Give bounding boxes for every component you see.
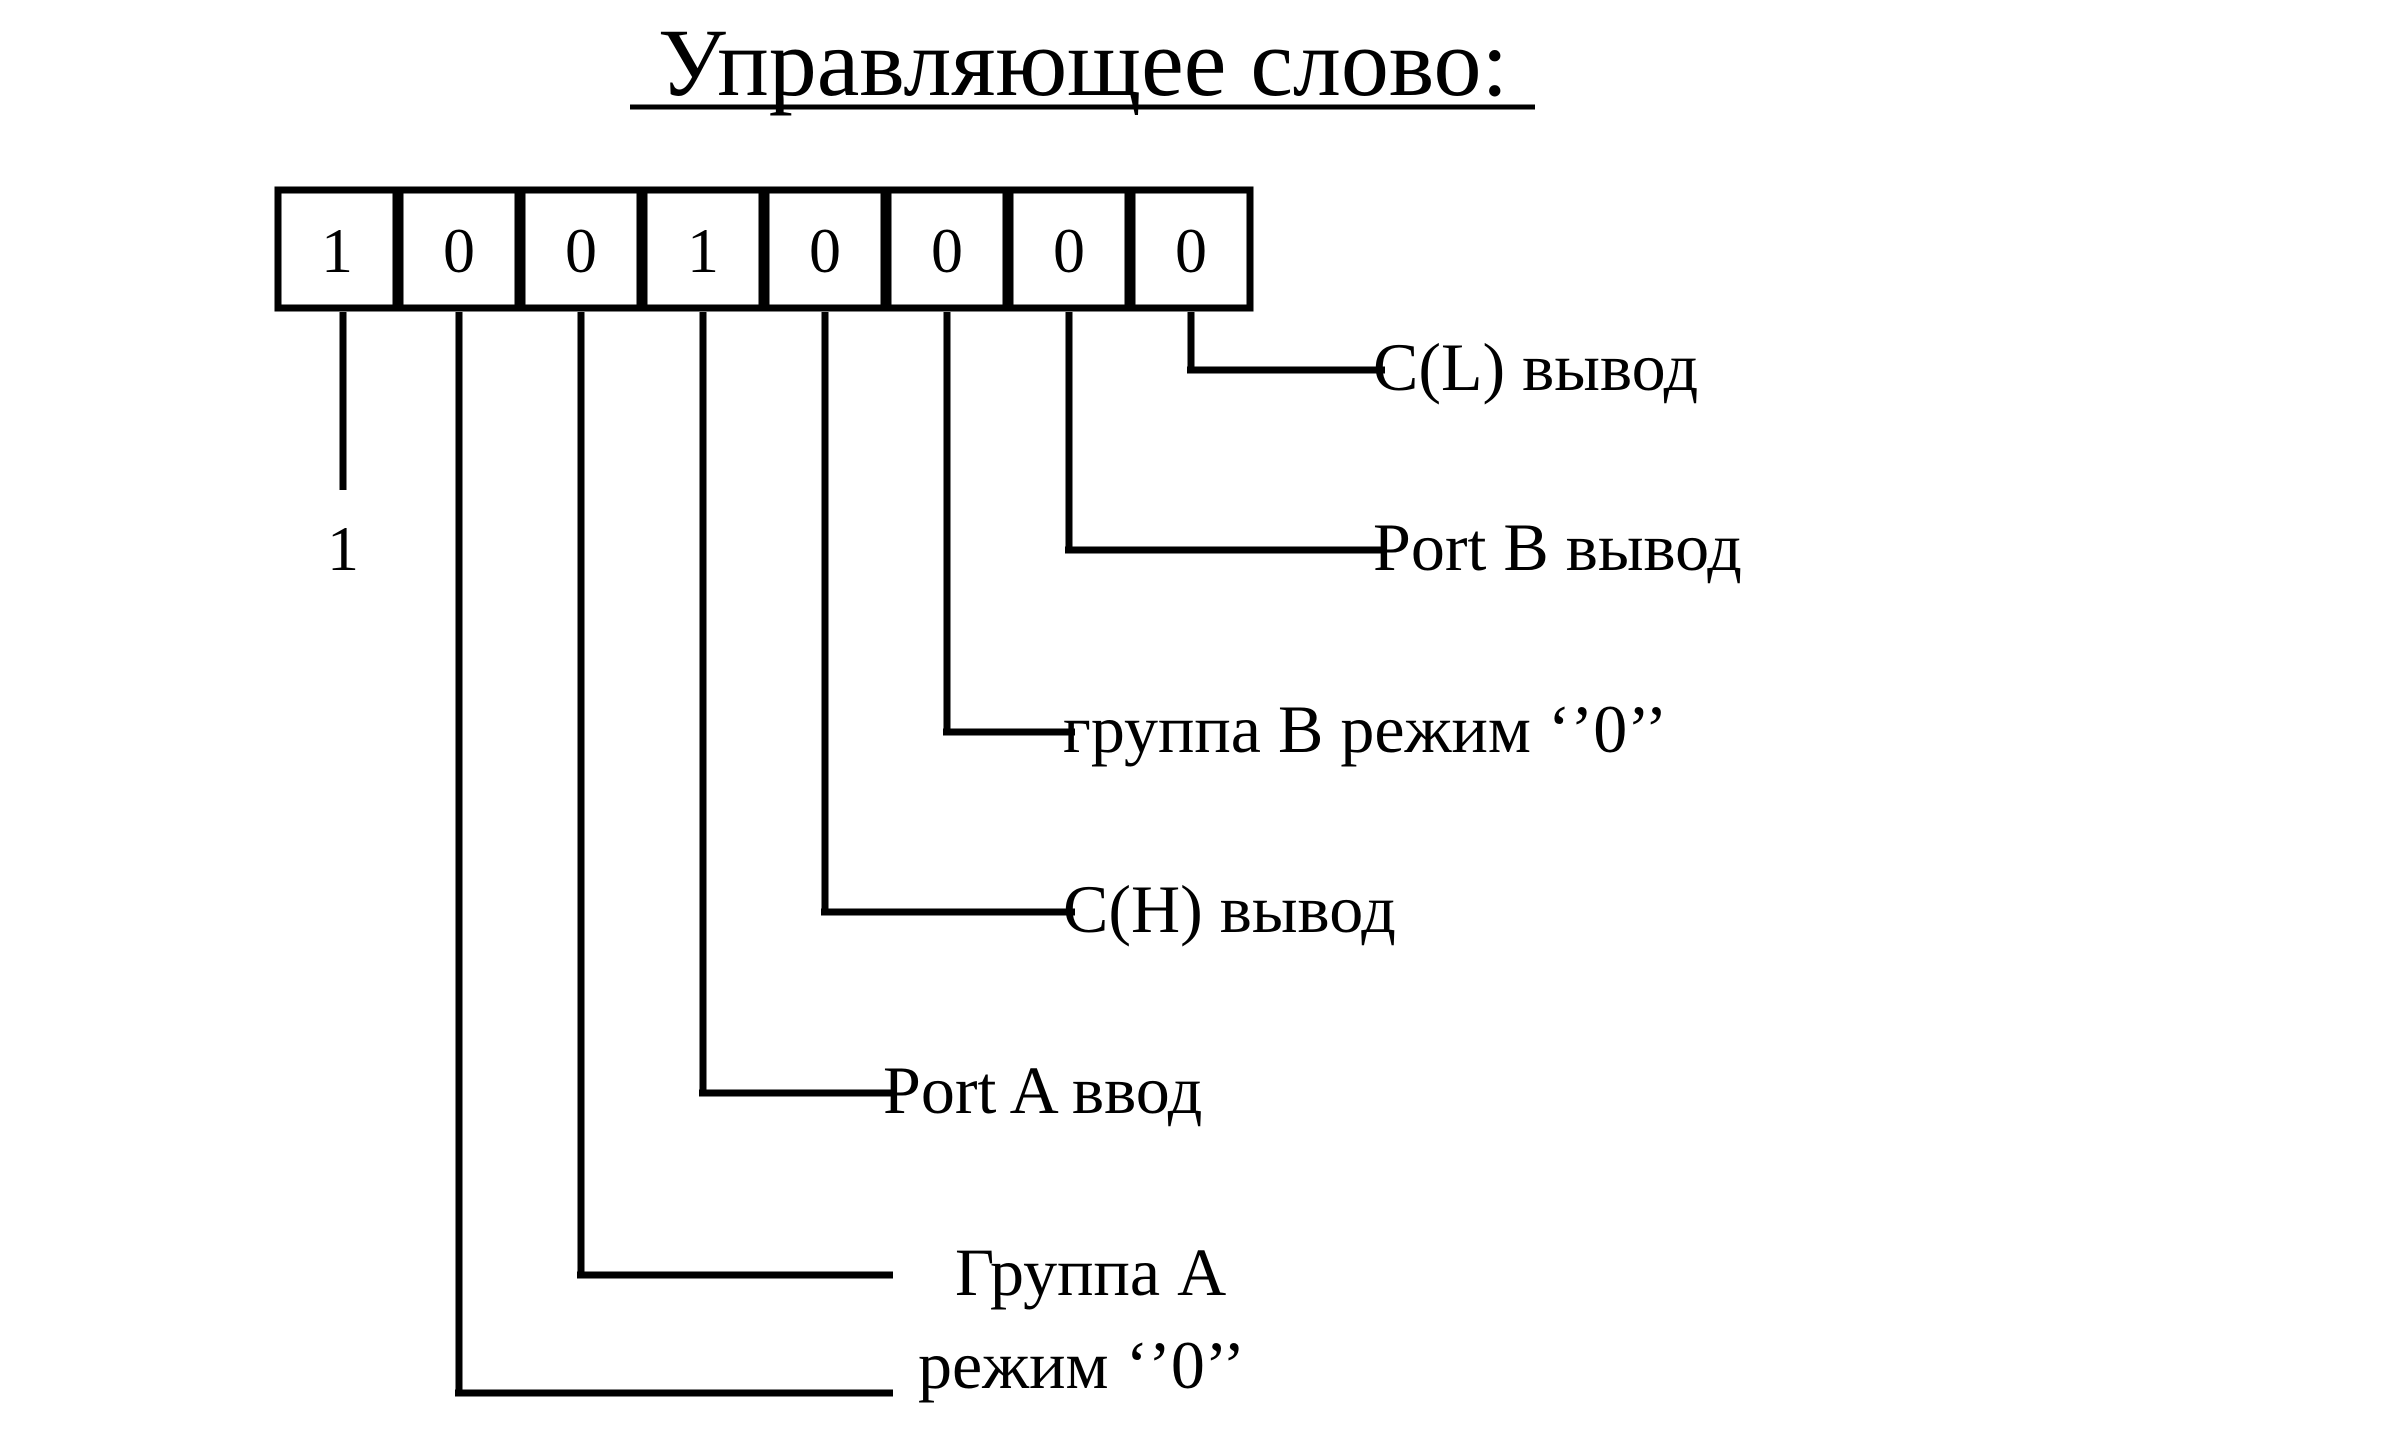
leader-lines	[339, 312, 1385, 1397]
diagram-title: Управляющее слово:	[658, 9, 1508, 116]
bit-cell-2	[884, 186, 1010, 312]
bit-cell-3	[762, 186, 888, 312]
port-a-input-label: Port A ввод	[883, 1052, 1202, 1128]
group-a-label: Группа A	[955, 1234, 1226, 1310]
bit-cell-7	[274, 186, 400, 312]
bit-2-value: 0	[931, 215, 963, 286]
group-a-mode-label: режим ‘’0’’	[918, 1327, 1245, 1403]
bit-cell-6	[396, 186, 522, 312]
bit-1-value: 0	[1053, 215, 1085, 286]
bit-cell-1	[1006, 186, 1132, 312]
bit-cell-0	[1128, 186, 1254, 312]
bit-0-value: 0	[1175, 215, 1207, 286]
msb-value-label: 1	[327, 513, 359, 584]
bit-4-value: 1	[687, 215, 719, 286]
port-b-output-label: Port B вывод	[1373, 509, 1742, 585]
bit-cell-4	[640, 186, 766, 312]
bit-3-value: 0	[809, 215, 841, 286]
bit-cell-5	[518, 186, 644, 312]
group-b-mode-label: группа B режим ‘’0’’	[1063, 691, 1667, 767]
bit-5-value: 0	[565, 215, 597, 286]
bit-6-value: 0	[443, 215, 475, 286]
cl-output-label: C(L) вывод	[1373, 329, 1698, 405]
bit-register: 1 0 0 1 0 0 0 0	[274, 186, 1254, 312]
ch-output-label: C(H) вывод	[1063, 871, 1396, 947]
bit-7-value: 1	[321, 215, 353, 286]
